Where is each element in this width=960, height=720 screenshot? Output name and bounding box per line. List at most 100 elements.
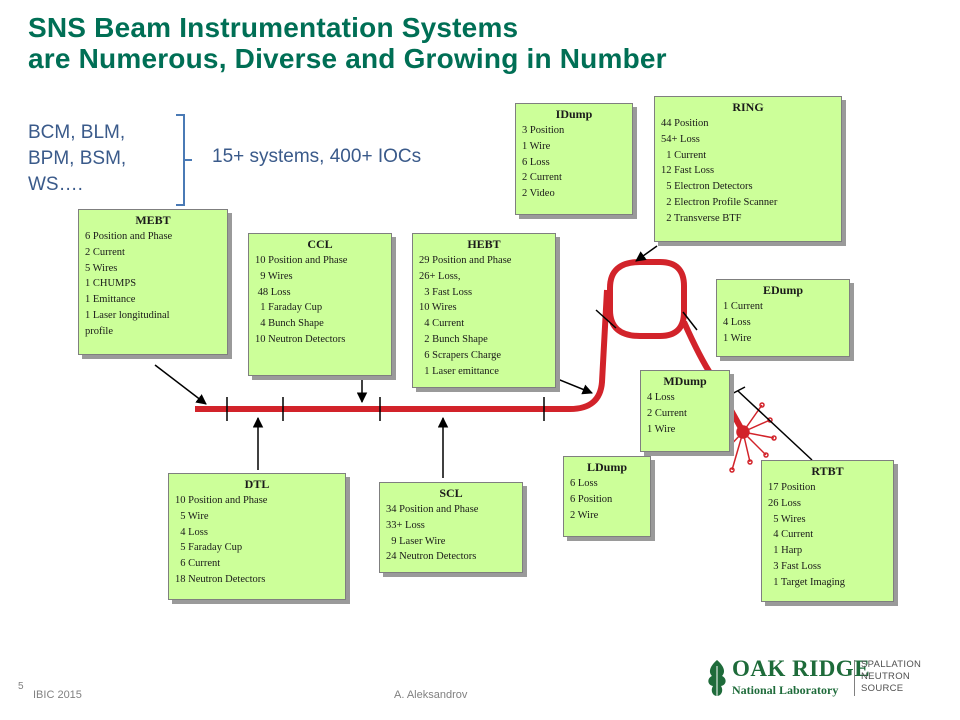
grouping-bracket <box>176 114 192 206</box>
box-line: 2 Wire <box>570 509 599 521</box>
box-line: 9 Wires <box>255 270 293 282</box>
box-line: 5 Electron Detectors <box>661 181 753 193</box>
box-line: 24 Neutron Detectors <box>386 551 477 563</box>
box-line: 26 Loss <box>768 497 801 509</box>
box-line: 1 Wire <box>647 423 676 435</box>
box-line: profile <box>85 325 113 337</box>
box-line: 4 Bunch Shape <box>255 318 324 330</box>
box-line: 4 Loss <box>647 392 675 403</box>
logo-division-line: SOURCE <box>861 683 904 694</box>
linac-beamline <box>195 289 610 412</box>
box-line: 1 Laser longitudinal <box>85 309 170 321</box>
box-title: HEBT <box>467 237 501 251</box>
box-line: 3 Position <box>522 125 565 136</box>
logo-division-line: SPALLATION <box>861 659 922 670</box>
box-line: 10 Neutron Detectors <box>255 333 346 345</box>
box-line: 54+ Loss <box>661 133 700 145</box>
box-title: RTBT <box>811 464 844 478</box>
box-line: 2 Bunch Shape <box>419 333 488 345</box>
box-title: MDump <box>663 374 707 388</box>
logo-division: SPALLATION NEUTRON SOURCE <box>861 659 921 695</box>
conference-label: IBIC 2015 <box>33 689 82 701</box>
box-line: 2 Transverse BTF <box>661 212 742 224</box>
box-line: 6 Scrapers Charge <box>419 349 502 361</box>
box-line: 4 Loss <box>175 526 208 538</box>
box-line: 6 Current <box>175 558 221 570</box>
logo-divider <box>854 660 855 696</box>
box-title: EDump <box>762 283 803 297</box>
box-line: 5 Wire <box>175 510 209 522</box>
box-line: 1 CHUMPS <box>85 278 137 290</box>
box-title: DTL <box>244 477 270 491</box>
box-line: 1 Emittance <box>85 294 136 306</box>
box-line: 10 Position and Phase <box>255 255 348 266</box>
box-line: 2 Current <box>85 246 125 258</box>
pointer-arrows <box>154 245 813 478</box>
box-line: 5 Wires <box>85 262 118 274</box>
box-title: MEBT <box>135 213 171 227</box>
rtbt-box: RTBT 17 Position 26 Loss 5 Wires 4 Curre… <box>761 460 894 602</box>
slide-number: 5 <box>18 681 24 692</box>
hebt-box: HEBT 29 Position and Phase 26+ Loss, 3 F… <box>412 233 556 388</box>
box-line: 3 Fast Loss <box>768 560 822 572</box>
box-title: CCL <box>307 237 333 251</box>
box-line: 2 Electron Profile Scanner <box>661 196 778 208</box>
box-title: SCL <box>439 486 463 500</box>
list-line: BCM, BLM, <box>28 122 126 143</box>
box-line: 1 Current <box>661 149 707 161</box>
edump-box: EDump 1 Current 4 Loss 1 Wire <box>716 279 850 357</box>
box-title: IDump <box>555 107 593 121</box>
mebt-box: MEBT 6 Position and Phase 2 Current 5 Wi… <box>78 209 228 355</box>
box-line: 17 Position <box>768 482 816 493</box>
box-line: 2 Video <box>522 188 555 200</box>
list-line: WS…. <box>28 174 83 195</box>
box-line: 4 Current <box>419 318 465 330</box>
logo-org-line-2: National Laboratory <box>732 683 839 697</box>
box-line: 1 Harp <box>768 545 803 557</box>
box-line: 2 Current <box>647 407 687 419</box>
logo-org-line-1: OAK RIDGE <box>732 656 871 681</box>
box-line: 33+ Loss <box>386 519 425 531</box>
box-line: 1 Wire <box>723 332 752 344</box>
box-line: 6 Position <box>570 493 613 505</box>
title-line-2: are Numerous, Diverse and Growing in Num… <box>28 43 667 74</box>
box-line: 6 Loss <box>522 156 550 168</box>
beamline-tick-marks <box>226 309 746 421</box>
accumulator-ring <box>607 259 687 339</box>
title-line-1: SNS Beam Instrumentation Systems <box>28 12 519 43</box>
author-label: A. Aleksandrov <box>394 689 468 701</box>
box-line: 1 Laser emittance <box>419 365 499 377</box>
box-line: 1 Wire <box>522 140 551 152</box>
box-line: 3 Fast Loss <box>419 286 473 298</box>
mdump-box: MDump 4 Loss 2 Current 1 Wire <box>640 370 730 452</box>
box-line: 48 Loss <box>255 286 291 298</box>
systems-summary: 15+ systems, 400+ IOCs <box>212 146 422 167</box>
list-line: BPM, BSM, <box>28 148 127 169</box>
box-line: 34 Position and Phase <box>386 504 479 515</box>
box-line: 10 Wires <box>419 302 457 314</box>
box-line: 4 Current <box>768 529 814 541</box>
box-title: LDump <box>586 460 627 474</box>
box-line: 26+ Loss, <box>419 270 461 282</box>
ring-box: RING 44 Position 54+ Loss 1 Current 12 F… <box>654 96 842 242</box>
scl-box: SCL 34 Position and Phase 33+ Loss 9 Las… <box>379 482 523 573</box>
box-title: RING <box>732 100 764 114</box>
box-line: 44 Position <box>661 118 709 129</box>
box-line: 9 Laser Wire <box>386 535 446 547</box>
logo-division-line: NEUTRON <box>861 671 911 682</box>
box-line: 2 Current <box>522 172 562 184</box>
oak-leaf-icon <box>708 660 726 698</box>
box-line: 18 Neutron Detectors <box>175 573 266 585</box>
box-line: 10 Position and Phase <box>175 495 268 506</box>
ldump-box: LDump 6 Loss 6 Position 2 Wire <box>563 456 651 537</box>
box-line: 6 Position and Phase <box>85 231 173 242</box>
box-line: 1 Target Imaging <box>768 576 846 588</box>
idump-box: IDump 3 Position 1 Wire 6 Loss 2 Current… <box>515 103 633 215</box>
box-line: 5 Faraday Cup <box>175 542 243 554</box>
ccl-box: CCL 10 Position and Phase 9 Wires 48 Los… <box>248 233 392 376</box>
slide-title: SNS Beam Instrumentation Systems are Num… <box>28 12 667 74</box>
box-line: 1 Faraday Cup <box>255 302 323 314</box>
box-line: 4 Loss <box>723 316 751 328</box>
box-line: 29 Position and Phase <box>419 255 512 266</box>
box-line: 6 Loss <box>570 478 598 489</box>
